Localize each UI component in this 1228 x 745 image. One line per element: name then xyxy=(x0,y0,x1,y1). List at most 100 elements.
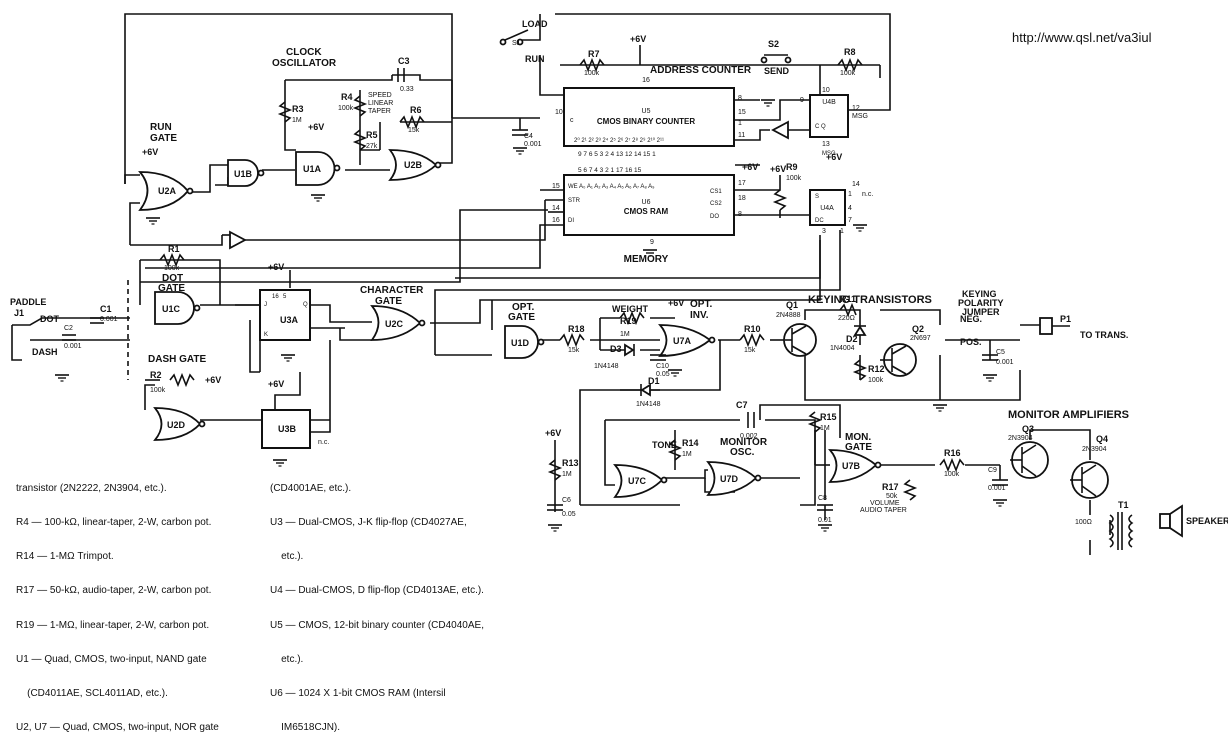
r4-label: R4 xyxy=(341,92,353,102)
u3b-nc: n.c. xyxy=(318,439,329,446)
r19-value: 1M xyxy=(620,331,630,338)
u4b-label: U4B xyxy=(822,99,836,106)
c6-value: 0.05 xyxy=(562,511,576,518)
run-gate-label: RUN xyxy=(150,122,172,133)
r17-taper: AUDIO TAPER xyxy=(860,507,907,514)
c2-label: C2 xyxy=(64,325,73,332)
s1-label: S1 xyxy=(512,40,521,47)
dot-gate-label-2: GATE xyxy=(158,283,185,294)
keying-polarity-1: KEYING xyxy=(962,289,997,299)
u7d-gate xyxy=(706,461,758,496)
u2b-gate xyxy=(388,149,438,181)
u6-address-pins: WE A₀ A₁ A₂ A₃ A₄ A₅ A₆ A₇ A₈ A₉ xyxy=(568,184,655,190)
r11-label: R11 xyxy=(840,294,856,304)
svg-text:J: J xyxy=(264,302,267,308)
u2d-gate xyxy=(153,407,202,441)
plus6v-3: +6V xyxy=(630,34,646,44)
q1-label: Q1 xyxy=(786,300,798,310)
u6-chip-name: U6 xyxy=(642,199,651,206)
u4a-flipflop: U4A S DC 1 4 7 3 1 14 n.c. xyxy=(809,181,873,235)
r18-label: R18 xyxy=(568,324,585,334)
u7c-label: U7C xyxy=(628,476,647,486)
s1-switch xyxy=(499,29,529,46)
r2-resistor xyxy=(169,372,195,388)
r10-resistor xyxy=(739,332,765,348)
u6-di: DI xyxy=(568,218,574,224)
q1-value: 2N4888 xyxy=(776,312,801,319)
t1-label: T1 xyxy=(1118,500,1129,510)
keying-transistors-label: KEYING TRANSISTORS xyxy=(808,294,932,306)
r3-resistor xyxy=(277,101,293,123)
t1-impedance: 100Ω xyxy=(1075,519,1092,526)
speaker-icon xyxy=(1159,504,1183,538)
r7-label: R7 xyxy=(588,49,600,59)
speaker-label: SPEAKER xyxy=(1186,516,1228,526)
r16-label: R16 xyxy=(944,448,961,458)
u2a-gate xyxy=(138,171,190,211)
c9-label: C9 xyxy=(988,467,997,474)
send-label: SEND xyxy=(764,66,790,76)
u5-outputs: 2⁰ 2¹ 2² 2³ 2⁴ 2⁵ 2⁶ 2⁷ 2⁸ 2⁹ 2¹⁰ 2¹¹ xyxy=(574,137,664,144)
u3a-flipflop: U3A J Q K 16 5 xyxy=(259,289,311,341)
c8-capacitor xyxy=(817,504,833,532)
u6-str: STR xyxy=(568,198,581,204)
opt-inv-label-2: INV. xyxy=(690,310,709,321)
transistors xyxy=(783,323,1109,499)
note-line: R14 — 1-MΩ Trimpot. xyxy=(16,551,114,563)
monitor-osc-label: MONITOR xyxy=(720,437,768,448)
u4a-pin-4: 4 xyxy=(848,205,852,212)
r16-resistor xyxy=(939,457,965,473)
r1-resistor xyxy=(159,252,185,268)
d2-value: 1N4004 xyxy=(830,345,855,352)
r3-label: R3 xyxy=(292,104,304,114)
u5-pin-1: 1 xyxy=(738,120,742,127)
neg-label: NEG. xyxy=(960,314,982,324)
r17-resistor xyxy=(902,479,918,501)
r1-value: 100k xyxy=(164,265,180,272)
r12-resistor xyxy=(852,359,868,381)
u7a-gate xyxy=(658,324,712,357)
u7c-gate xyxy=(613,464,664,498)
d2-label: D2 xyxy=(846,334,858,344)
u3a-label: U3A xyxy=(280,315,299,325)
q3-transistor xyxy=(1010,441,1049,479)
r5-resistor xyxy=(352,129,368,151)
u4a-pin-14: 14 xyxy=(852,181,860,188)
r2-value: 100k xyxy=(150,387,166,394)
component-labels: R7 100k R8 100k R3 1M R4 100k SPEED LINE… xyxy=(14,34,1129,526)
q2-transistor xyxy=(880,343,917,377)
source-url[interactable]: http://www.qsl.net/va3iul xyxy=(1012,30,1152,45)
q2-value: 2N697 xyxy=(910,335,931,342)
mon-gate-label: MON. xyxy=(845,432,871,443)
u5-pin-row: 9 7 6 5 3 2 4 13 12 14 15 1 xyxy=(578,151,656,158)
keying-polarity-3: JUMPER xyxy=(962,307,1000,317)
u2c-gate xyxy=(370,305,422,341)
plus6v-11: +6V xyxy=(545,428,561,438)
weight-label: WEIGHT xyxy=(612,304,648,314)
c1-value: 0.001 xyxy=(100,316,118,323)
keying-polarity-2: POLARITY xyxy=(958,298,1004,308)
r13-value: 1M xyxy=(562,471,572,478)
u2a-label: U2A xyxy=(158,186,177,196)
note-line: etc.). xyxy=(270,653,304,665)
note-line: U3 — Dual-CMOS, J-K flip-flop (CD4027AE, xyxy=(270,517,467,529)
schematic-diagram: U5 CMOS BINARY COUNTER 16 10 c 8 15 1 11… xyxy=(10,13,1228,555)
note-line: U6 — 1024 X 1-bit CMOS RAM (Intersil xyxy=(270,688,446,700)
c3-value: 0.33 xyxy=(400,86,414,93)
u1a-label: U1A xyxy=(303,164,322,174)
plus6v-4: +6V xyxy=(268,262,284,272)
svg-text:K: K xyxy=(264,332,268,338)
r7-value: 100k xyxy=(584,70,600,77)
q2-label: Q2 xyxy=(912,324,924,334)
u5-pin-15: 15 xyxy=(738,109,746,116)
u4b-pin-c: C Q xyxy=(815,124,826,130)
svg-text:Q: Q xyxy=(303,302,308,308)
plus6v-8: +6V xyxy=(826,152,842,162)
r14-value: 1M xyxy=(682,451,692,458)
u6-pin-14: 14 xyxy=(552,205,560,212)
character-gate-label-2: GATE xyxy=(375,296,402,307)
j1-paddle-jack xyxy=(11,280,130,380)
note-line: U2, U7 — Quad, CMOS, two-input, NOR gate xyxy=(16,722,219,734)
r19-resistor xyxy=(619,310,645,326)
note-line: etc.). xyxy=(270,551,304,563)
